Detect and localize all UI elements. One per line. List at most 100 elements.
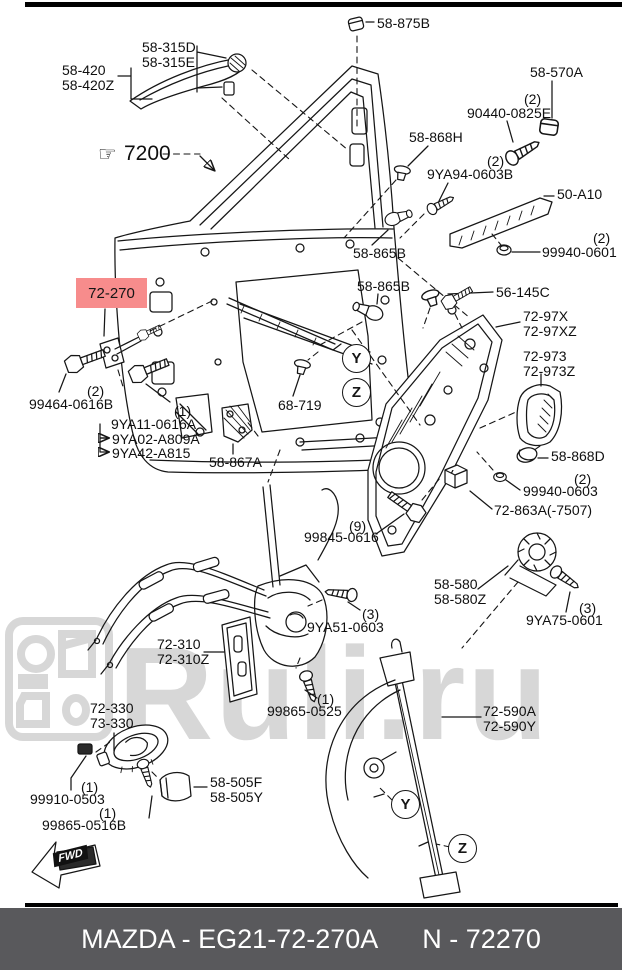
screw-9ya51-0603 — [307, 584, 361, 611]
part-label-72-97x: 72-97X 72-97XZ — [523, 309, 577, 339]
qty-label: (2) — [593, 230, 611, 246]
grommet-68-719 — [291, 351, 319, 397]
actuator-58-580-drawing — [461, 532, 557, 649]
diagram-canvas — [31, 15, 583, 899]
part-number: 58-580 — [434, 576, 478, 592]
regulator-72-590a-drawing — [325, 638, 482, 899]
part-number: 58-420Z — [62, 77, 115, 93]
inner-handle-72-330-drawing — [70, 724, 208, 819]
seal-72-973-drawing — [479, 373, 563, 447]
part-label-99845-0616: 99845-0616 — [304, 529, 379, 545]
part-label-72-310: 72-310 72-310Z — [157, 637, 209, 667]
panel-72-97x-drawing — [351, 257, 521, 557]
part-label-90440-0825e: 90440-0825E — [467, 105, 552, 121]
door-panel-drawing — [114, 65, 421, 474]
ref-7200-leader — [162, 153, 214, 170]
qty-label: (2) — [524, 91, 542, 107]
screw-99865-0525 — [295, 657, 322, 705]
qty-label: (2) — [87, 383, 105, 399]
part-number: 72-310 — [157, 636, 201, 652]
part-label-99464-0616b: 99464-0616B — [29, 396, 114, 412]
part-label-58-867a: 58-867A — [209, 454, 262, 470]
part-number: 72-97X — [523, 308, 569, 324]
part-label-58-505f: 58-505F 58-505Y — [210, 775, 263, 805]
part-label-99910-0503: 99910-0503 — [30, 791, 105, 807]
catalog-code: MAZDA - EG21-72-270A — [81, 923, 379, 954]
qty-label: (2) — [574, 471, 592, 487]
part-label-56-145c: 56-145C — [496, 284, 550, 300]
part-number: 58-505Y — [210, 789, 263, 805]
part-label-58-315: 58-315D 58-315E — [142, 40, 196, 70]
pointing-hand-icon: ☞ — [98, 143, 117, 166]
part-number: 72-97XZ — [523, 323, 577, 339]
qty-label: (1) — [99, 805, 117, 821]
part-label-72-973: 72-973 72-973Z — [523, 349, 575, 379]
view-marker-y: Y — [342, 344, 371, 373]
nut-99940-0601 — [491, 233, 541, 256]
part-label-58-570a: 58-570A — [530, 64, 583, 80]
part-label-68-719: 68-719 — [278, 397, 322, 413]
part-label-99940-0603: 99940-0603 — [523, 483, 598, 499]
part-number: 58-505F — [210, 774, 263, 790]
part-number: 72-973 — [523, 348, 567, 364]
part-label-58-420: 58-420 58-420Z — [62, 63, 114, 93]
part-label-72-590a: 72-590A 72-590Y — [483, 704, 536, 734]
part-number: 58-315D — [142, 39, 196, 55]
part-label-99865-0516b: 99865-0516B — [42, 817, 127, 833]
title-bar: MAZDA - EG21-72-270A N - 72270 — [0, 908, 622, 970]
door-check-72-270-drawing — [99, 300, 213, 391]
part-label-58-875b: 58-875B — [377, 15, 430, 31]
bolt-9ya11-0616a — [100, 353, 172, 452]
part-number: 58-315E — [142, 54, 195, 70]
qty-label: (3) — [579, 600, 597, 616]
watermark-text: Ruli.ru — [118, 620, 550, 767]
part-label-9ya51-0603: 9YA51-0603 — [307, 619, 384, 635]
part-number: 73-330 — [90, 715, 134, 731]
screw-9ya94-0603b — [399, 182, 457, 239]
screw-9ya75-0601 — [547, 563, 583, 613]
part-label-72-863a: 72-863A(-7507) — [494, 502, 593, 518]
part-label-58-865b-lower: 58-865B — [357, 278, 410, 294]
outer-handle-drawing — [117, 45, 349, 161]
cap-58-868d — [516, 445, 549, 463]
part-label-99865-0525: 99865-0525 — [267, 703, 342, 719]
part-number: 72-590Y — [483, 718, 536, 734]
part-label-72-330: 72-330 73-330 — [90, 701, 134, 731]
part-number: 58-580Z — [434, 591, 487, 607]
part-label-58-868h: 58-868H — [409, 129, 463, 145]
watermark-logo-icon — [5, 617, 113, 741]
screw-90440-0825e — [502, 120, 544, 169]
clip-58-570a — [538, 80, 560, 137]
part-label-9ya11-0616a: 9YA11-0616A — [111, 416, 197, 432]
view-marker-z: Z — [448, 834, 477, 863]
part-label-9ya94-0603b: 9YA94-0603B — [427, 166, 514, 182]
part-number: 72-330 — [90, 700, 134, 716]
part-label-58-868d: 58-868D — [551, 448, 605, 464]
grommet-58-868h — [343, 145, 429, 239]
qty-label: (1) — [174, 403, 192, 419]
sash-50-a10 — [449, 195, 555, 249]
part-number: 72-590A — [483, 703, 536, 719]
qty-label: (9) — [349, 518, 367, 534]
view-marker-y: Y — [391, 790, 420, 819]
ref-label-7200: 7200 — [124, 142, 171, 165]
stopper-58-865b-upper — [371, 206, 415, 246]
view-marker-z: Z — [342, 378, 371, 407]
part-label-9ya75-0601: 9YA75-0601 — [526, 612, 603, 628]
bolt-99845-0616 — [375, 477, 441, 535]
part-label-58-580: 58-580 58-580Z — [434, 577, 486, 607]
part-label-58-865b-upper: 58-865B — [353, 245, 406, 261]
qty-label: (2) — [487, 153, 505, 169]
cushion-72-863a — [444, 464, 493, 510]
figure-number: N - 72270 — [422, 923, 541, 954]
bottom-border-rule — [25, 903, 618, 907]
stopper-58-865b-lower — [317, 293, 386, 347]
lock-72-310-drawing — [87, 449, 339, 703]
highlighted-part-label-72-270: 72-270 — [76, 278, 147, 308]
part-label-99940-0601: 99940-0601 — [542, 244, 617, 260]
nut-99940-0603 — [476, 451, 521, 491]
part-number: 72-310Z — [157, 651, 210, 667]
bracket-58-867a — [221, 403, 259, 455]
part-label-9ya02-a809a: 9YA02-A809A — [112, 431, 200, 447]
